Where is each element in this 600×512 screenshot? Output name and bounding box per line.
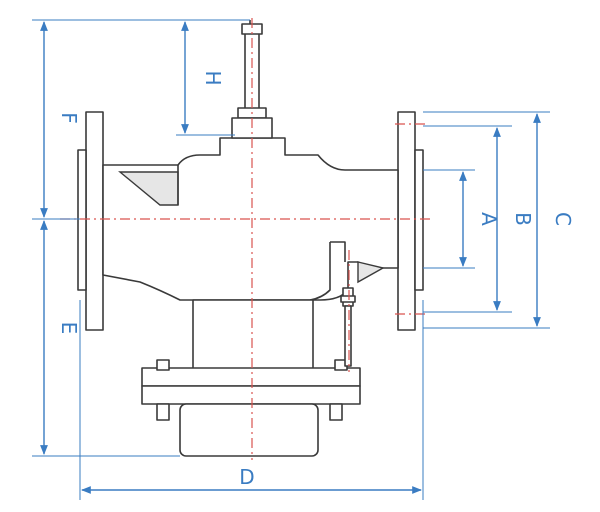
dimension-labels: H F E A B C D — [57, 70, 575, 489]
bolt-bottom-right — [329, 403, 343, 421]
right-flange — [397, 111, 416, 331]
inner-divider-cap — [330, 241, 346, 262]
actuator-cylinder — [179, 403, 319, 457]
label-e: E — [57, 322, 81, 335]
side-tube-fitting — [340, 295, 356, 303]
label-c: C — [551, 212, 575, 226]
centerlines — [60, 18, 430, 460]
bolt-top-left — [156, 359, 170, 371]
left-flange-hub — [77, 149, 87, 291]
bolt-bottom-left — [156, 403, 170, 421]
actuator-plate-top — [141, 367, 361, 387]
right-flange-hub — [414, 149, 424, 291]
lower-column — [192, 299, 314, 371]
label-a: A — [477, 212, 501, 226]
label-d: D — [239, 465, 254, 489]
label-f: F — [57, 112, 81, 124]
label-h: H — [201, 70, 225, 85]
left-flange — [85, 111, 104, 331]
dimension-lines — [40, 21, 541, 494]
label-b: B — [511, 212, 535, 226]
right-wedge — [357, 261, 385, 284]
side-tube — [344, 305, 352, 367]
extension-lines — [32, 19, 550, 500]
actuator-plate-bottom — [141, 385, 361, 405]
valve-body — [77, 20, 424, 457]
